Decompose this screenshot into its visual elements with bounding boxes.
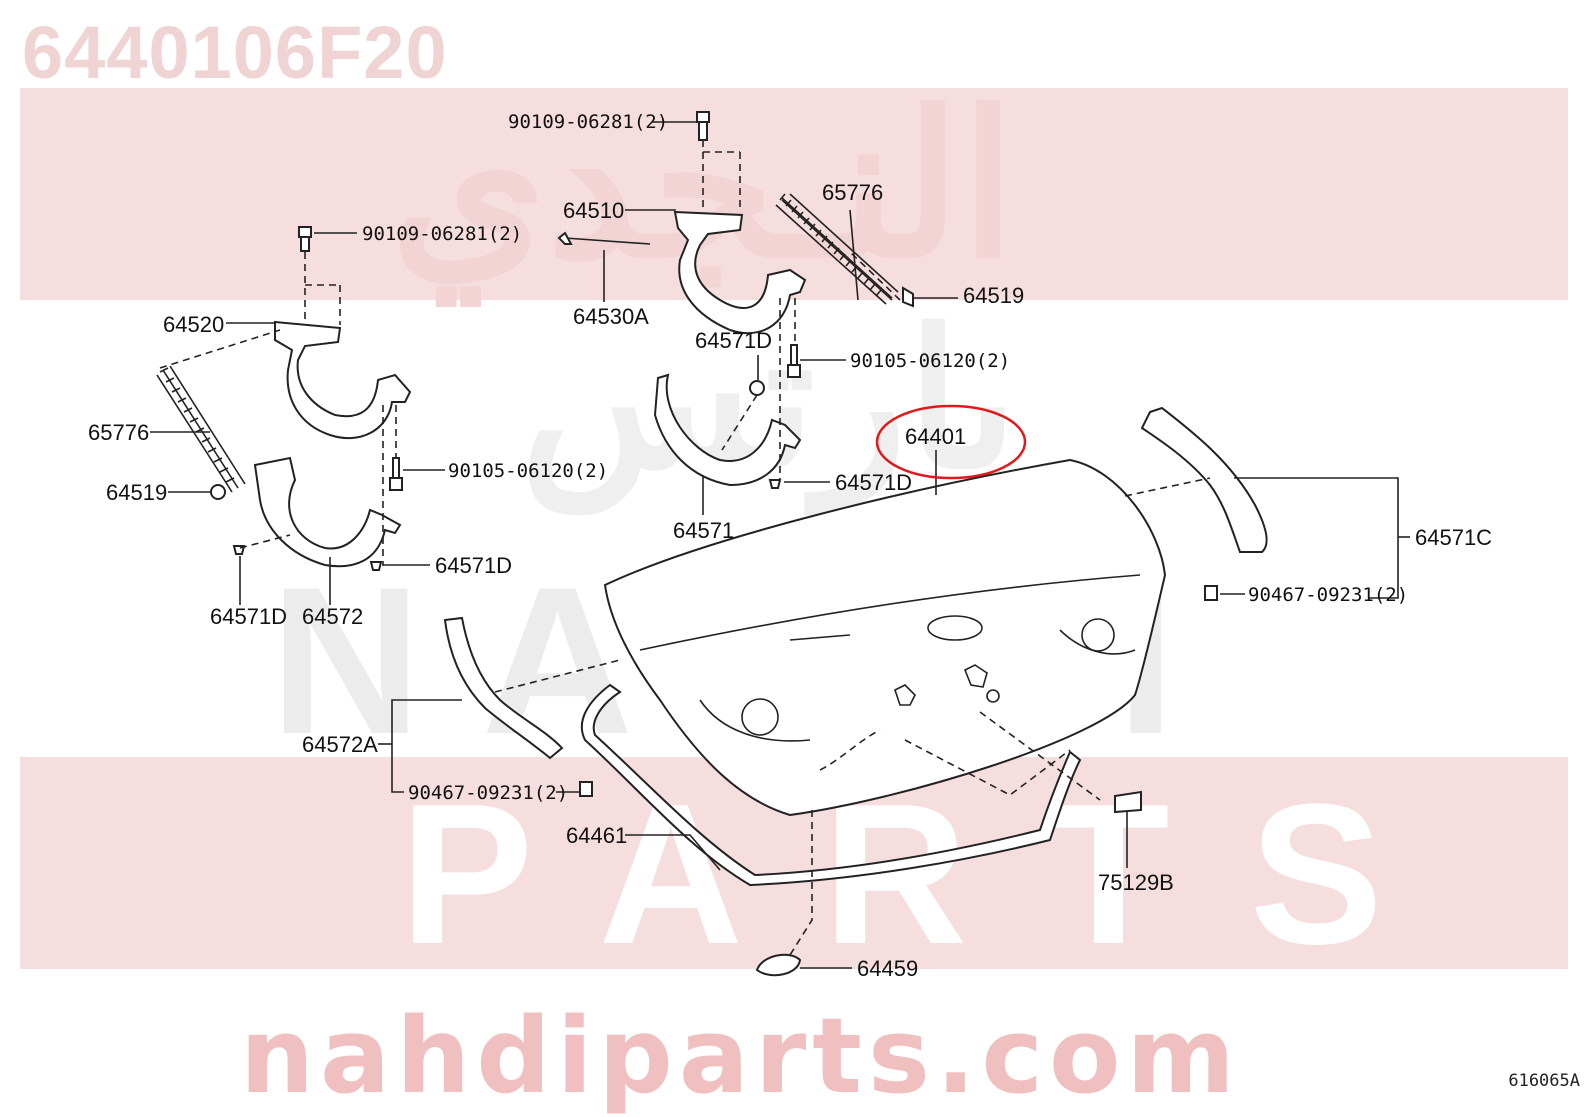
callout-64530A: 64530A bbox=[573, 304, 649, 329]
callout-64520: 64520 bbox=[163, 312, 224, 337]
callout-90105-06120-right: 90105-06120(2) bbox=[850, 350, 1010, 372]
part-number-title: 6440106F20 bbox=[22, 11, 448, 94]
spring-left bbox=[156, 365, 246, 493]
cushion-75129B bbox=[1114, 790, 1142, 814]
callout-64459: 64459 bbox=[857, 956, 918, 981]
callout-64519-left: 64519 bbox=[106, 480, 167, 505]
callout-64571C: 64571C bbox=[1415, 525, 1492, 550]
bolt-mid-right bbox=[787, 344, 801, 378]
clip-90467-right bbox=[1204, 585, 1218, 601]
bumper-64459 bbox=[755, 953, 802, 977]
callout-90467-09231-left: 90467-09231(2) bbox=[408, 782, 568, 804]
callout-90467-09231-right: 90467-09231(2) bbox=[1248, 584, 1408, 606]
bolt-top bbox=[696, 111, 710, 141]
callout-64510: 64510 bbox=[563, 198, 624, 223]
callout-64571: 64571 bbox=[673, 518, 734, 543]
callout-65776-right: 65776 bbox=[822, 180, 883, 205]
hinge-left bbox=[274, 320, 412, 440]
side-trim-64571C bbox=[1140, 406, 1268, 553]
callout-90109-06281-top: 90109-06281(2) bbox=[508, 111, 668, 133]
side-trim-64572A bbox=[443, 616, 564, 760]
watermark-latin-bottom: PARTS bbox=[400, 763, 1463, 986]
callout-90105-06120-left: 90105-06120(2) bbox=[448, 460, 608, 482]
highlight-ring bbox=[875, 404, 1027, 480]
clip-64571D-a bbox=[749, 380, 765, 396]
callout-64571D-a: 64571D bbox=[695, 328, 772, 353]
bolt-left bbox=[298, 226, 312, 252]
callout-64572A: 64572A bbox=[302, 732, 378, 757]
clip-64571D-b bbox=[768, 479, 782, 489]
callout-64401: 64401 bbox=[905, 424, 966, 449]
callout-64571D-d: 64571D bbox=[210, 604, 287, 629]
callout-64572: 64572 bbox=[302, 604, 363, 629]
trunk-lid-panel bbox=[603, 458, 1167, 817]
spring-right bbox=[775, 193, 899, 305]
hinge-cover-64571 bbox=[653, 373, 802, 487]
callout-90109-06281-left: 90109-06281(2) bbox=[362, 223, 522, 245]
bolt-mid-left bbox=[389, 457, 403, 491]
diagram-code: 616065A bbox=[1508, 1071, 1580, 1091]
clip-64571D-c bbox=[369, 561, 383, 571]
hinge-right bbox=[673, 210, 807, 335]
clip-64519-right bbox=[902, 286, 914, 308]
callout-65776-left: 65776 bbox=[88, 420, 149, 445]
watermark-website: nahdiparts.com bbox=[240, 995, 1241, 1117]
hinge-cover-64572 bbox=[253, 456, 402, 568]
callout-64571D-b: 64571D bbox=[835, 470, 912, 495]
callout-64571D-c: 64571D bbox=[435, 553, 512, 578]
clip-90467-left bbox=[579, 781, 593, 797]
callout-75129B: 75129B bbox=[1098, 870, 1174, 895]
watermark-band-top bbox=[20, 88, 1568, 300]
weatherstrip-seal bbox=[580, 683, 1082, 887]
clip-64519-left bbox=[210, 484, 226, 500]
callout-64461: 64461 bbox=[566, 823, 627, 848]
callout-64519-right: 64519 bbox=[963, 283, 1024, 308]
